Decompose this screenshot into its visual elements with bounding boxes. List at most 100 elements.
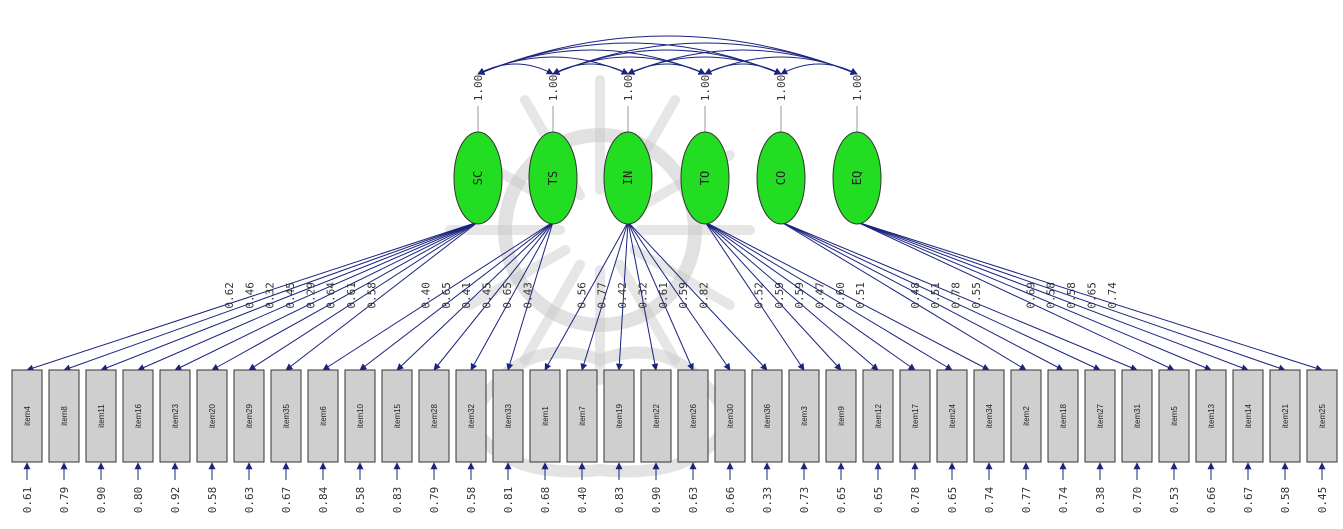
item-name-label: item1 — [541, 406, 550, 426]
item-box-item29: item29 — [233, 369, 265, 463]
error-value-label: 0.45 — [1316, 487, 1329, 514]
loading-path — [856, 221, 1175, 371]
loading-path — [627, 221, 768, 371]
loading-path — [470, 221, 554, 371]
factor-ellipse — [756, 131, 806, 225]
item-rect — [196, 369, 228, 463]
loading-value-label: 0.29 — [304, 282, 317, 309]
item-box-item1: item1 — [529, 369, 561, 463]
item-rect — [1010, 369, 1042, 463]
error-value-label: 0.58 — [465, 487, 478, 514]
loading-path — [627, 221, 659, 371]
factor-name-label: EQ — [850, 171, 864, 185]
loading-value-label: 0.55 — [970, 282, 983, 309]
error-value-label: 0.83 — [391, 487, 404, 514]
error-value-label: 0.67 — [1242, 487, 1255, 514]
item-rect — [1306, 369, 1338, 463]
loading-value-label: 0.42 — [616, 282, 629, 309]
loading-path — [433, 221, 554, 371]
item-box-item10: item10 — [344, 369, 376, 463]
item-box-item24: item24 — [936, 369, 968, 463]
covariance-arc — [780, 63, 858, 75]
item-rect — [48, 369, 80, 463]
item-rect — [640, 369, 672, 463]
error-value-label: 0.81 — [502, 487, 515, 514]
error-value-label: 0.58 — [354, 487, 367, 514]
loading-value-label: 0.64 — [325, 282, 338, 309]
factor-name-label: CO — [774, 171, 788, 185]
loading-value-label: 0.61 — [345, 282, 358, 309]
loading-value-label: 0.65 — [440, 282, 453, 309]
error-value-label: 0.83 — [613, 487, 626, 514]
factor-variance-label: 1.00 — [547, 75, 560, 102]
loading-value-label: 0.51 — [854, 282, 867, 309]
item-rect — [1084, 369, 1116, 463]
item-box-item11: item11 — [85, 369, 117, 463]
item-name-label: item4 — [23, 406, 32, 426]
loading-value-label: 0.56 — [575, 282, 588, 309]
item-name-label: item29 — [245, 403, 254, 428]
factor-name-label: TO — [698, 171, 712, 185]
loading-path — [137, 221, 479, 371]
loading-path — [780, 221, 1064, 371]
loading-path — [63, 221, 479, 372]
item-rect — [899, 369, 931, 463]
loading-value-label: 0.65 — [501, 282, 514, 309]
item-name-label: item34 — [985, 403, 994, 428]
watermark-spike — [465, 245, 571, 310]
error-value-label: 0.66 — [1205, 487, 1218, 514]
item-name-label: item28 — [430, 403, 439, 428]
item-name-label: item2 — [1022, 406, 1031, 426]
loading-path — [506, 221, 554, 371]
error-value-label: 0.78 — [909, 487, 922, 514]
item-name-label: item12 — [874, 403, 883, 428]
item-box-item5: item5 — [1158, 369, 1190, 463]
item-rect — [1269, 369, 1301, 463]
item-box-item30: item30 — [714, 369, 746, 463]
item-box-item17: item17 — [899, 369, 931, 463]
error-value-label: 0.92 — [169, 487, 182, 514]
error-value-label: 0.63 — [243, 487, 256, 514]
item-name-label: item32 — [467, 403, 476, 428]
item-rect — [788, 369, 820, 463]
item-box-item3: item3 — [788, 369, 820, 463]
loading-value-label: 0.61 — [657, 282, 670, 309]
item-name-label: item27 — [1096, 403, 1105, 428]
item-rect — [11, 369, 43, 463]
item-name-label: item36 — [763, 403, 772, 428]
watermark-spike — [615, 259, 680, 365]
item-rect — [159, 369, 191, 463]
loading-path — [174, 221, 479, 371]
error-value-label: 0.53 — [1168, 487, 1181, 514]
item-name-label: item18 — [1059, 403, 1068, 428]
item-box-item23: item23 — [159, 369, 191, 463]
item-rect — [85, 369, 117, 463]
loading-path — [780, 221, 1027, 371]
error-value-label: 0.65 — [872, 487, 885, 514]
item-box-item12: item12 — [862, 369, 894, 463]
item-rect — [529, 369, 561, 463]
item-box-item21: item21 — [1269, 369, 1301, 463]
error-value-label: 0.80 — [132, 487, 145, 514]
watermark-ring — [498, 128, 702, 332]
factor-variance-label: 1.00 — [472, 75, 485, 102]
loading-path — [780, 221, 1101, 371]
factor-name-label: SC — [471, 171, 485, 185]
item-box-item19: item19 — [603, 369, 635, 463]
loading-value-label: 0.40 — [420, 282, 433, 309]
item-name-label: item17 — [911, 403, 920, 428]
item-rect — [751, 369, 783, 463]
loading-value-label: 0.45 — [481, 282, 494, 309]
loading-value-label: 0.32 — [636, 282, 649, 309]
item-box-item7: item7 — [566, 369, 598, 463]
item-name-label: item33 — [504, 403, 513, 428]
item-box-item6: item6 — [307, 369, 339, 463]
loading-value-label: 0.82 — [697, 282, 710, 309]
